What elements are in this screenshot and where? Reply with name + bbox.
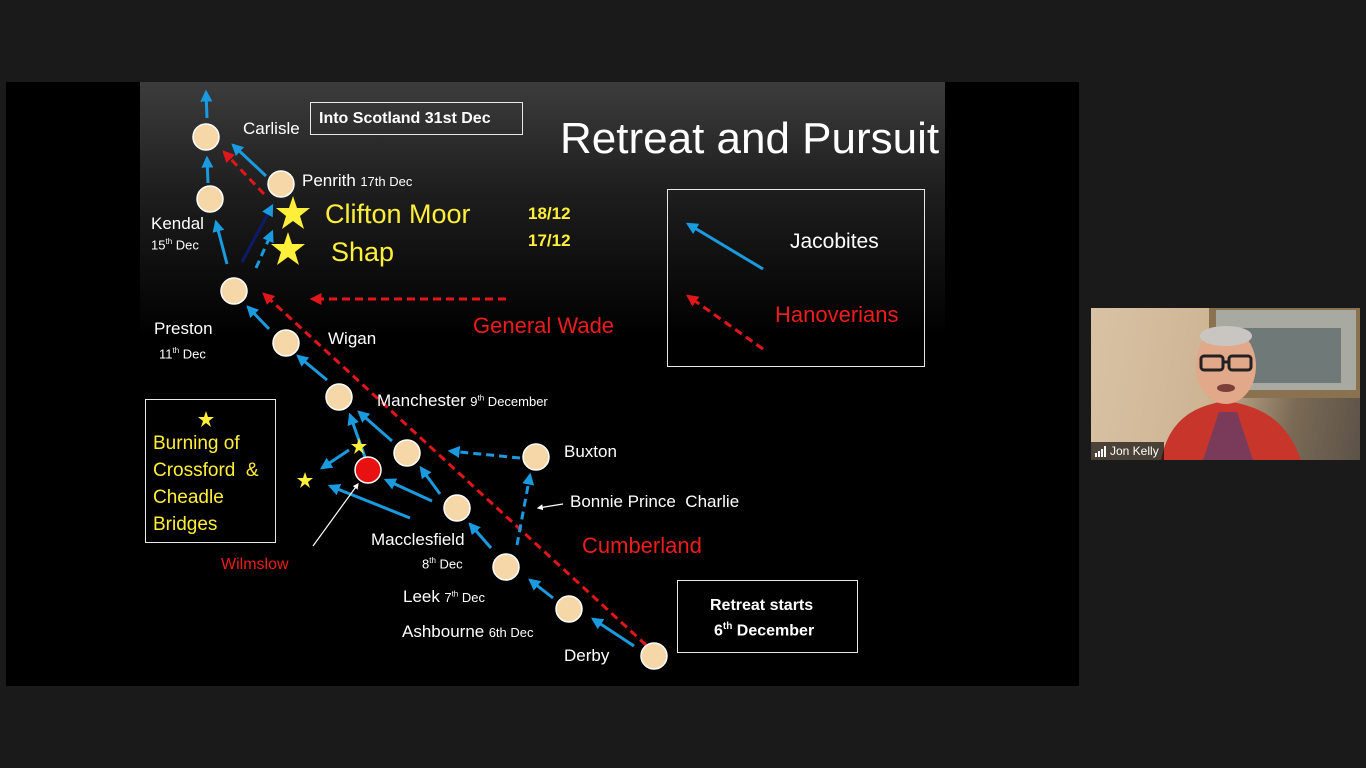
label-wigan: Wigan xyxy=(328,329,377,348)
macc-crossford-arrow xyxy=(327,483,411,520)
general-wade-label: General Wade xyxy=(473,313,615,338)
penrith-carlisle-arrow xyxy=(231,143,268,178)
manchester-wigan-arrow xyxy=(296,354,328,382)
label-manchester: Manchester 9th December xyxy=(377,391,548,410)
signal-bars-icon xyxy=(1095,445,1106,457)
kendal-carlisle-arrow xyxy=(201,155,214,184)
town-carlisle xyxy=(192,123,220,151)
macc-cheadle-arrow xyxy=(419,466,442,495)
label-preston-date: 11th Dec xyxy=(159,346,206,362)
legend-hanoverian-line xyxy=(686,294,764,351)
label-derby: Derby xyxy=(564,646,610,665)
retreat-box xyxy=(677,580,858,653)
town-ashbourne xyxy=(555,595,583,623)
label-ashbourne: Ashbourne 6th Dec xyxy=(402,622,534,641)
jacobite-routes xyxy=(200,89,635,648)
clifton-star-icon xyxy=(276,196,310,229)
retreat-line-1: Retreat starts xyxy=(710,597,814,614)
battle-shap: Shap xyxy=(331,237,395,267)
town-penrith xyxy=(267,170,295,198)
burning-line-1: Burning of xyxy=(153,433,240,454)
retreat-line-2: 6th December xyxy=(714,621,815,640)
buxton-manchester-route xyxy=(447,445,521,460)
label-buxton: Buxton xyxy=(564,442,617,461)
to-crossford-arrow xyxy=(320,448,350,470)
cheadle-star-icon xyxy=(351,438,367,454)
wigan-preston-arrow xyxy=(246,305,271,331)
label-penrith: Penrith 17th Dec xyxy=(302,171,413,190)
participant-video[interactable]: Jon Kelly xyxy=(1091,308,1360,460)
battle-clifton-date: 18/12 xyxy=(528,204,571,223)
participant-name: Jon Kelly xyxy=(1110,444,1159,458)
towns xyxy=(192,123,668,670)
shap-star-icon xyxy=(271,232,305,265)
legend-jacobite-line xyxy=(685,222,764,271)
label-kendal: Kendal xyxy=(151,214,204,233)
town-wigan xyxy=(272,329,300,357)
label-preston: Preston xyxy=(154,319,213,338)
penrith-pursuit xyxy=(222,150,266,196)
shap-feint-route xyxy=(254,229,274,269)
label-macclesfield-date: 8th Dec xyxy=(422,556,463,572)
label-wilmslow: Wilmslow xyxy=(221,556,289,573)
legend-hanoverians-label: Hanoverians xyxy=(775,302,899,327)
label-carlisle: Carlisle xyxy=(243,119,300,138)
into-scotland-label: Into Scotland 31st Dec xyxy=(319,110,491,127)
macc-wilmslow-arrow xyxy=(383,478,433,503)
town-buxton xyxy=(522,443,550,471)
preston-kendal-arrow xyxy=(212,219,229,265)
cumberland-route xyxy=(262,292,648,647)
label-leek: Leek 7th Dec xyxy=(403,587,485,606)
legend-box xyxy=(667,189,925,367)
town-wilmslow xyxy=(354,456,382,484)
bpc-pointer xyxy=(536,503,564,511)
participant-name-tag: Jon Kelly xyxy=(1091,442,1164,460)
crossford-star-icon xyxy=(297,472,313,488)
into-scotland-box xyxy=(310,102,523,135)
stars xyxy=(198,196,367,488)
battle-clifton-moor: Clifton Moor xyxy=(325,199,471,229)
town-manchester xyxy=(325,383,353,411)
cumberland-label: Cumberland xyxy=(582,533,702,558)
leek-macc-arrow xyxy=(468,522,493,549)
wilmslow-pointer xyxy=(312,483,359,547)
burning-line-2: Crossford & xyxy=(153,460,259,481)
shap-advance-arrow xyxy=(240,203,274,263)
participant-image xyxy=(1161,308,1360,460)
burning-box xyxy=(145,399,276,543)
hanoverian-routes xyxy=(222,150,648,647)
bonnie-prince-charlie-label: Bonnie Prince Charlie xyxy=(570,492,740,511)
label-kendal-date: 15th Dec xyxy=(151,237,199,253)
slide-title: Retreat and Pursuit xyxy=(560,114,940,163)
legend-star-icon xyxy=(198,411,214,427)
town-leek xyxy=(492,553,520,581)
derby-ashbourne-arrow xyxy=(590,617,635,648)
town-preston xyxy=(220,277,248,305)
town-cheadle xyxy=(393,439,421,467)
burning-line-4: Bridges xyxy=(153,514,218,535)
battle-shap-date: 17/12 xyxy=(528,231,571,250)
town-derby xyxy=(640,642,668,670)
burning-line-3: Cheadle xyxy=(153,487,224,508)
cheadle-manchester-arrow xyxy=(357,410,393,443)
legend-jacobites-label: Jacobites xyxy=(790,230,879,253)
town-kendal xyxy=(196,185,224,213)
label-macclesfield: Macclesfield xyxy=(371,530,465,549)
town-macclesfield xyxy=(443,494,471,522)
macc-buxton-route xyxy=(515,472,535,546)
into-scotland-arrow xyxy=(200,89,213,119)
ashbourne-leek-arrow xyxy=(528,578,554,600)
